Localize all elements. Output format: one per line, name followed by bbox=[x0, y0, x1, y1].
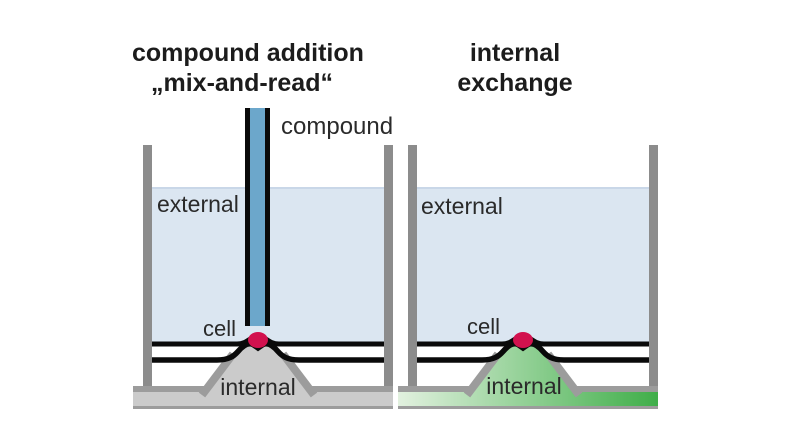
right-panel-title: internal exchange bbox=[415, 38, 615, 98]
vessel-right-wall-right bbox=[649, 145, 658, 392]
compound-label: compound bbox=[281, 113, 394, 140]
compound-pipette bbox=[245, 108, 270, 326]
vessel-left-wall-right bbox=[384, 145, 393, 392]
chip-base-right bbox=[398, 392, 658, 406]
vessel-right-wall-left bbox=[408, 145, 417, 392]
left-panel-title: compound addition „mix-and-read“ bbox=[132, 38, 364, 98]
left-panel-title-line1: compound addition bbox=[132, 39, 364, 67]
external-solution-right bbox=[417, 187, 649, 345]
internal-channel-left bbox=[201, 344, 315, 397]
internal-label-right: internal bbox=[486, 373, 562, 399]
right-panel-title-line1: internal bbox=[469, 39, 561, 67]
vessel-left-wall-left bbox=[143, 145, 152, 392]
vessel-right bbox=[398, 145, 658, 409]
internal-label-left: internal bbox=[220, 374, 296, 400]
internal-channel-right bbox=[466, 344, 580, 397]
external-label-right: external bbox=[421, 193, 503, 219]
chip-base-edge-bottom-right bbox=[398, 406, 658, 409]
cell-right bbox=[513, 332, 533, 348]
cell-left bbox=[248, 332, 268, 348]
chip-base-left bbox=[133, 392, 393, 406]
cell-label-left: cell bbox=[203, 316, 237, 341]
cell-label-right: cell bbox=[467, 314, 501, 339]
left-panel-title-line2: „mix-and-read“ bbox=[151, 69, 333, 97]
chip-base-edge-bottom-left bbox=[133, 406, 393, 409]
liquid-surface-right bbox=[417, 187, 649, 189]
right-panel-title-line2: exchange bbox=[457, 69, 573, 97]
external-label-left: external bbox=[157, 191, 239, 217]
